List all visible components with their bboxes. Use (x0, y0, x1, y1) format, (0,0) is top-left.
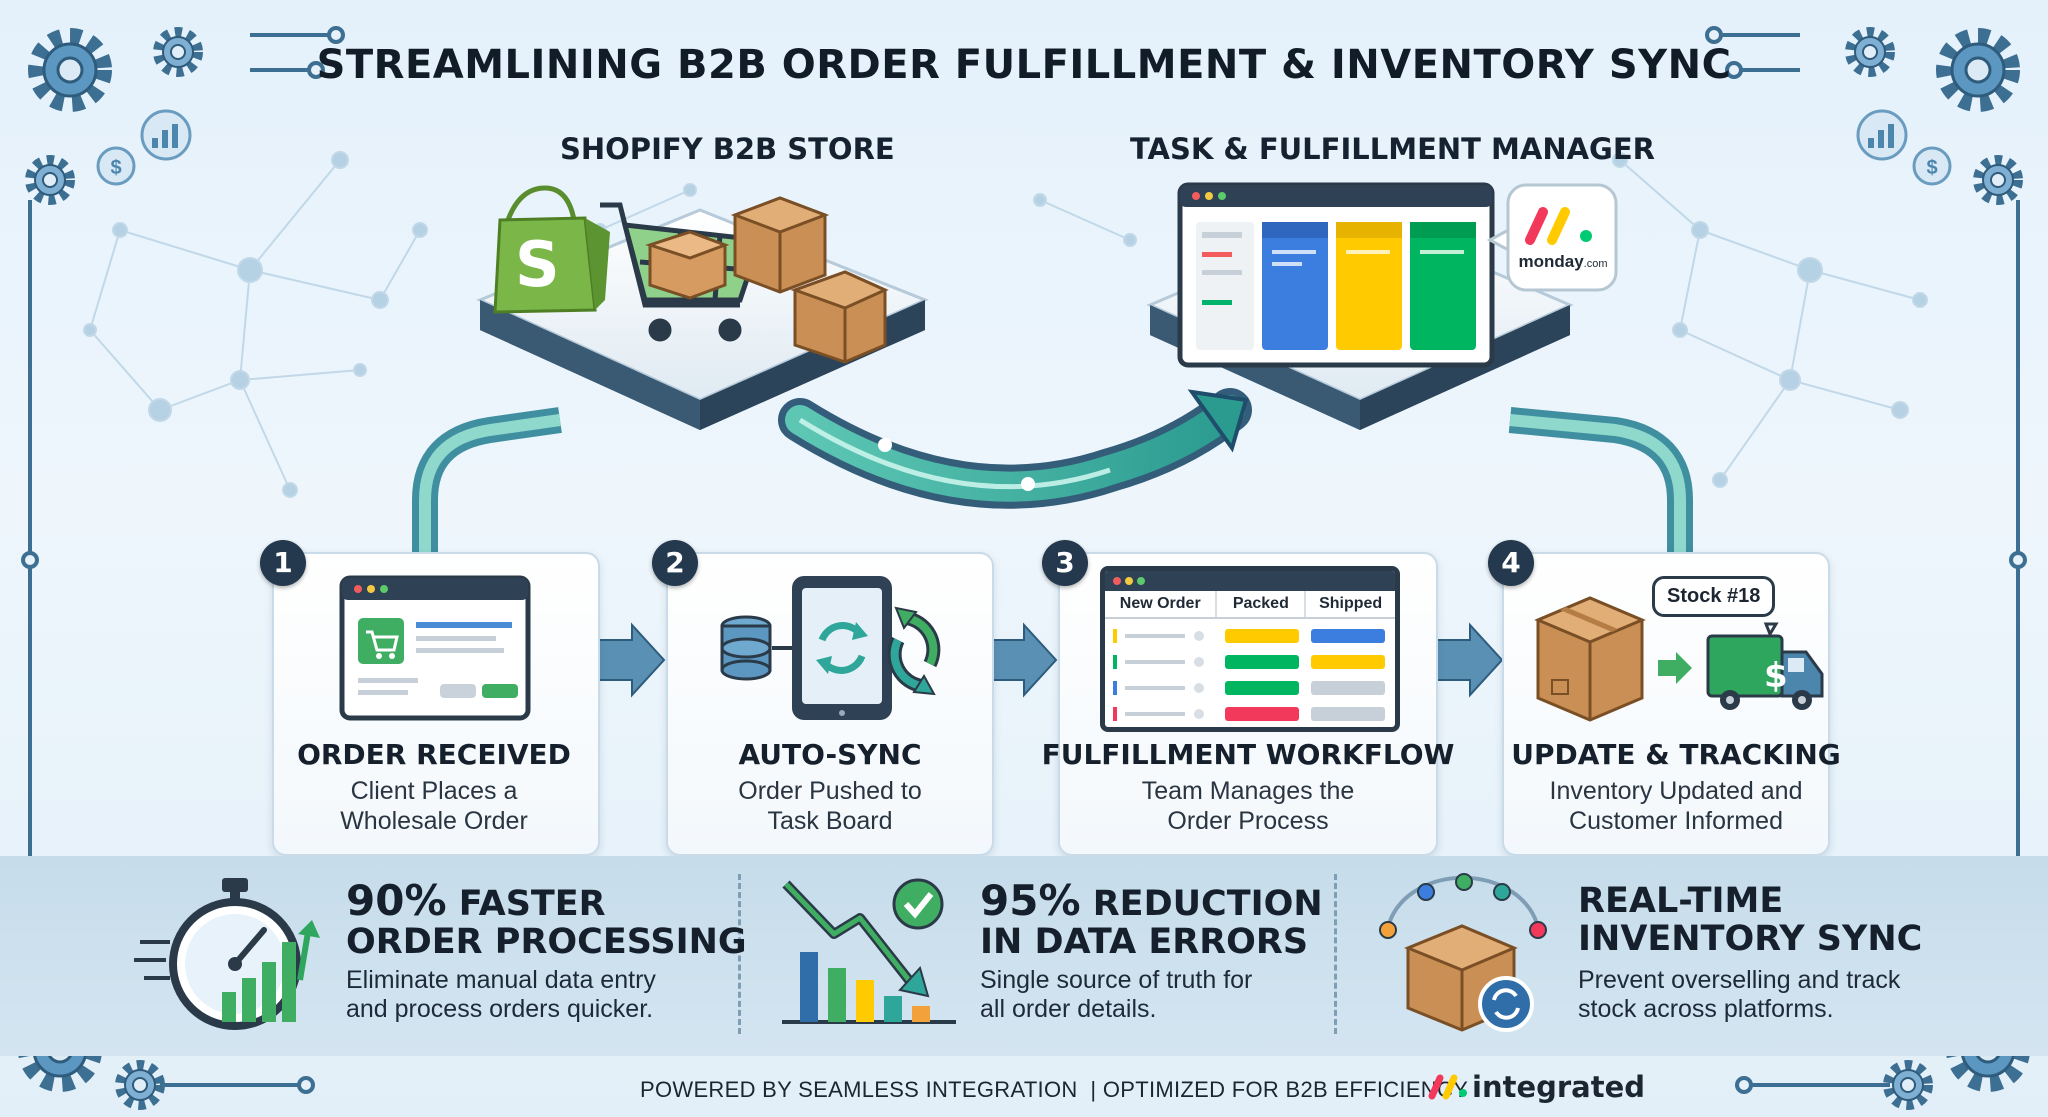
step-badge-2: 2 (652, 540, 698, 586)
board-column-shipped: Shipped (1304, 591, 1395, 617)
stats-divider-1 (738, 874, 741, 1034)
board-rows (1113, 629, 1385, 721)
monday-logo-text: monday.com (1518, 252, 1608, 271)
database-icon (720, 615, 772, 681)
step-badge-4: 4 (1488, 540, 1534, 586)
step-title-2: AUTO-SYNC (738, 738, 922, 771)
order-received-illustration (339, 575, 531, 721)
board-column-new-order: New Order (1119, 595, 1201, 612)
step-title-3: FULFILLMENT WORKFLOW (1041, 738, 1455, 771)
update-tracking-illustration (1534, 596, 1824, 722)
stock-label: Stock #18 (1652, 576, 1776, 617)
stats-divider-2 (1334, 874, 1337, 1034)
svg-text:$: $ (1926, 157, 1937, 179)
integrated-logo-icon (1428, 1074, 1467, 1100)
page-title: STREAMLINING B2B ORDER FULFILLMENT & INV… (316, 42, 1732, 88)
footer-text: POWERED BY SEAMLESS INTEGRATION | OPTIMI… (640, 1077, 1469, 1102)
task-manager-label: TASK & FULFILLMENT MANAGER (1130, 132, 1655, 166)
inventory-sync-icon (1379, 873, 1547, 1032)
error-reduction-chart-icon (782, 878, 956, 1024)
step-badge-3: 3 (1042, 540, 1088, 586)
shopify-store-label: SHOPIFY B2B STORE (560, 132, 895, 166)
auto-sync-illustration (720, 576, 941, 720)
integrated-brand: integrated (1472, 1070, 1646, 1104)
monday-board-window (1177, 182, 1495, 368)
package-icon (1534, 596, 1646, 722)
board-column-packed: Packed (1215, 591, 1304, 617)
shopify-letter: S (515, 228, 560, 301)
svg-text:$: $ (110, 157, 121, 179)
step-title-4: UPDATE & TRACKING (1511, 738, 1841, 771)
step-title-1: ORDER RECEIVED (297, 738, 571, 771)
shopify-bag-icon (493, 185, 610, 314)
fulfillment-board: New Order Packed Shipped (1100, 566, 1400, 732)
step-badge-1: 1 (260, 540, 306, 586)
dollar-icon: $ (1764, 656, 1788, 696)
stopwatch-icon (134, 878, 320, 1030)
delivery-truck-icon (1706, 634, 1824, 710)
boxes-icon (645, 196, 889, 364)
board-titlebar (1105, 571, 1395, 591)
stats-band (0, 856, 2048, 1056)
monday-logo (1486, 183, 1618, 292)
